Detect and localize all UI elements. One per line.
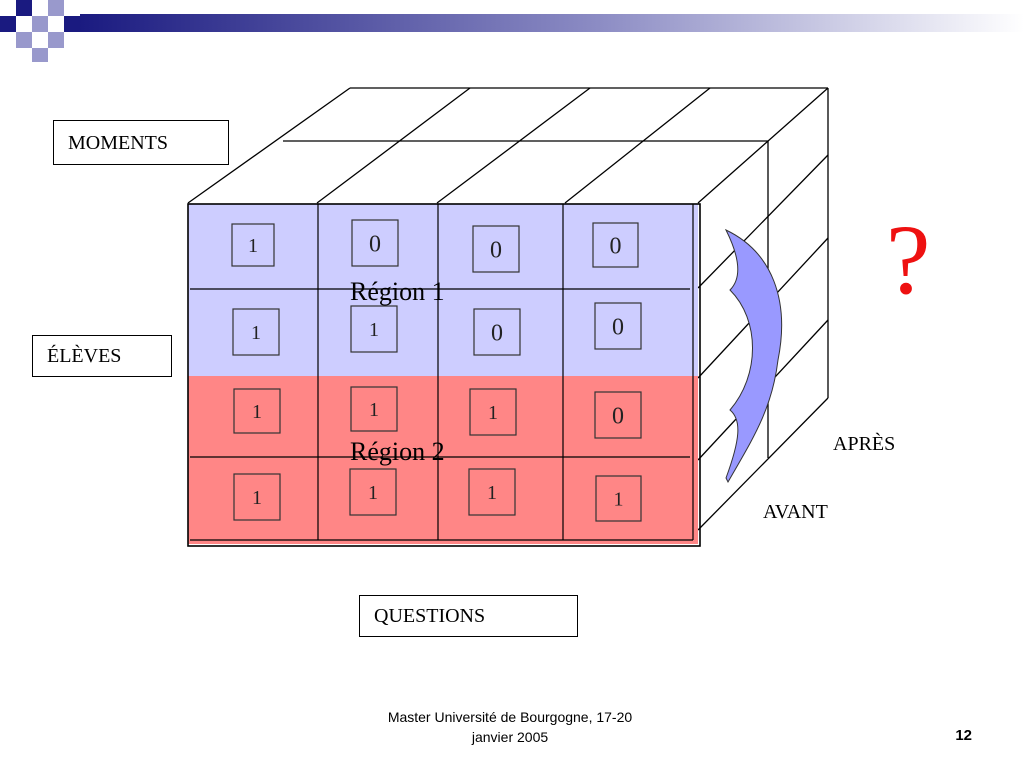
grid-cell-value: 1	[488, 402, 498, 424]
grid-cell-value: 1	[369, 319, 379, 341]
header-square	[32, 16, 48, 32]
grid-cell-value: 0	[490, 237, 502, 263]
grid-cell-value: 0	[612, 403, 624, 429]
header-square	[64, 16, 80, 32]
header-square	[16, 16, 32, 32]
moments-label: MOMENTS	[53, 120, 229, 165]
header-square	[32, 32, 48, 48]
grid-cell-value: 1	[487, 482, 497, 504]
front-face-grid	[190, 204, 694, 541]
footer-text: Master Université de Bourgogne, 17-20 ja…	[340, 707, 680, 747]
header-square	[0, 0, 16, 16]
header-decoration	[0, 0, 1024, 62]
grid-cell-value: 1	[252, 487, 262, 509]
header-square	[32, 48, 48, 62]
grid-cell-value: 1	[248, 235, 258, 257]
page-number: 12	[955, 727, 972, 744]
grid-cells: 1 0 0 0 1 1 0 0 1 1 1 0 1 1 1 1	[231, 219, 642, 522]
grid-cell-box	[233, 473, 281, 521]
grid-cell-box	[595, 475, 642, 522]
header-gradient-bar	[78, 14, 1024, 32]
grid-cell-box	[233, 388, 281, 434]
grid-cell-value: 0	[369, 231, 381, 257]
region-2-area	[188, 376, 698, 544]
grid-cell-box	[594, 391, 642, 439]
grid-cell-box	[472, 225, 520, 273]
header-square	[64, 0, 80, 16]
grid-cell-box	[594, 302, 642, 350]
grid-cell-box	[351, 219, 399, 267]
grid-cell-box	[469, 388, 517, 436]
cube-top-face	[187, 87, 829, 204]
header-square	[48, 0, 64, 16]
grid-cell-box	[350, 386, 398, 432]
region-2-label: Région 2	[350, 437, 445, 466]
grid-cell-value: 0	[612, 314, 624, 340]
front-face-border	[187, 203, 701, 547]
header-square	[48, 16, 64, 32]
grid-cell-value: 0	[491, 320, 503, 346]
grid-cell-value: 1	[368, 482, 378, 504]
grid-cell-value: 1	[251, 322, 261, 344]
header-square	[16, 32, 32, 48]
question-mark: ?	[886, 204, 931, 315]
grid-cell-box	[473, 308, 521, 356]
grid-cell-box	[468, 468, 516, 516]
grid-cell-value: 0	[610, 233, 622, 259]
header-square	[48, 32, 64, 48]
footer-line-1: Master Université de Bourgogne, 17-20	[387, 709, 633, 725]
avant-label: AVANT	[763, 501, 828, 523]
eleves-label: ÉLÈVES	[32, 335, 172, 377]
header-square	[32, 0, 48, 16]
questions-label: QUESTIONS	[359, 595, 578, 637]
grid-cell-box	[592, 222, 639, 268]
region-1-label: Région 1	[350, 277, 445, 306]
region-1-area	[188, 204, 698, 376]
footer-line-2: janvier 2005	[471, 729, 549, 745]
grid-cell-box	[349, 468, 397, 516]
apres-label: APRÈS	[833, 433, 896, 455]
avant-apres-arrow	[724, 228, 783, 484]
grid-cell-box	[232, 308, 280, 356]
grid-cell-value: 1	[252, 401, 262, 423]
grid-cell-box	[350, 305, 398, 353]
grid-cell-value: 1	[369, 399, 379, 421]
header-square	[0, 16, 16, 32]
grid-cell-value: 1	[614, 489, 624, 511]
grid-cell-box	[231, 223, 275, 267]
header-square	[16, 0, 32, 16]
